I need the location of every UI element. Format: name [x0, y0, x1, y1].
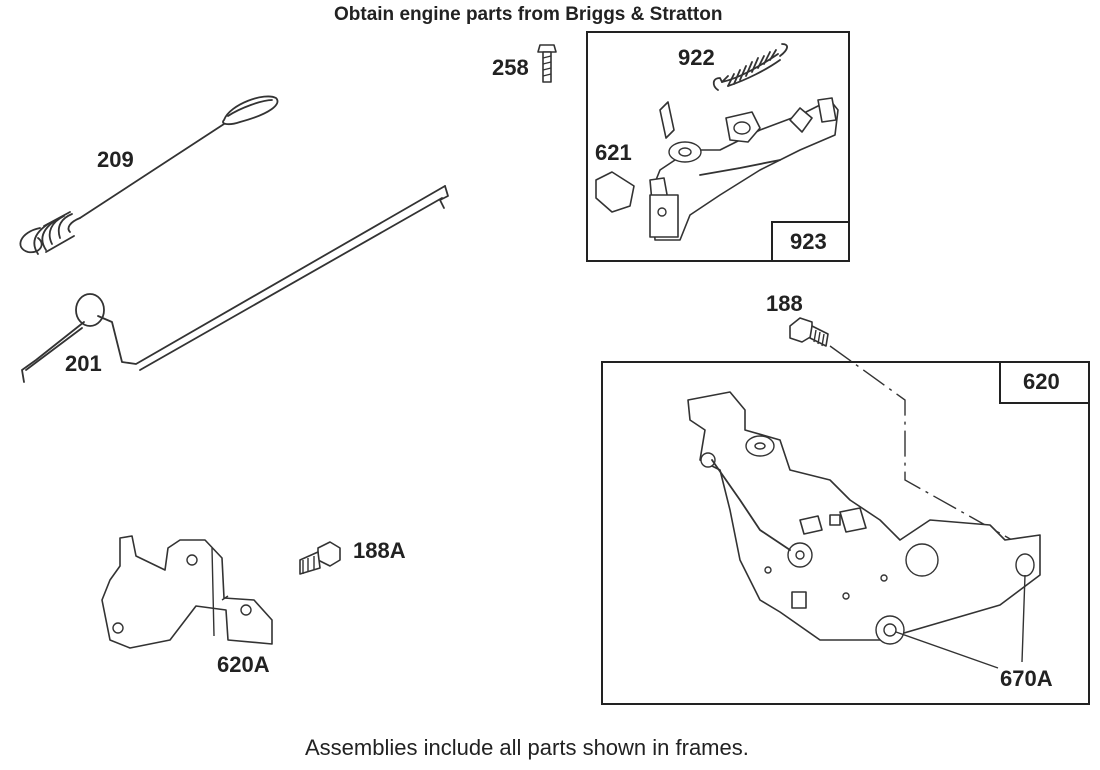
control-assembly-621 — [595, 97, 839, 241]
frame-620 — [601, 361, 1090, 705]
label-209: 209 — [97, 147, 134, 172]
spring-209 — [19, 95, 279, 255]
diagram-header: Obtain engine parts from Briggs & Stratt… — [334, 4, 723, 25]
label-670a: 670A — [1000, 666, 1053, 691]
label-923: 923 — [790, 229, 827, 254]
leader-670a — [895, 574, 1026, 669]
label-258: 258 — [492, 55, 529, 80]
label-188a: 188A — [353, 538, 406, 563]
label-620: 620 — [1023, 369, 1060, 394]
bolt-188 — [789, 317, 829, 347]
leader-188 — [829, 345, 1013, 541]
screw-258 — [537, 44, 557, 83]
label-621: 621 — [595, 140, 632, 165]
rod-201 — [21, 185, 449, 383]
control-assembly-620 — [687, 391, 1041, 645]
label-201: 201 — [65, 351, 102, 376]
label-188: 188 — [766, 291, 803, 316]
spring-922 — [712, 43, 788, 91]
label-620a: 620A — [217, 652, 270, 677]
diagram-footer-note: Assemblies include all parts shown in fr… — [305, 735, 749, 760]
screw-188a — [299, 541, 341, 575]
frame-923 — [586, 31, 850, 262]
bracket-620a — [101, 535, 273, 649]
label-922: 922 — [678, 45, 715, 70]
